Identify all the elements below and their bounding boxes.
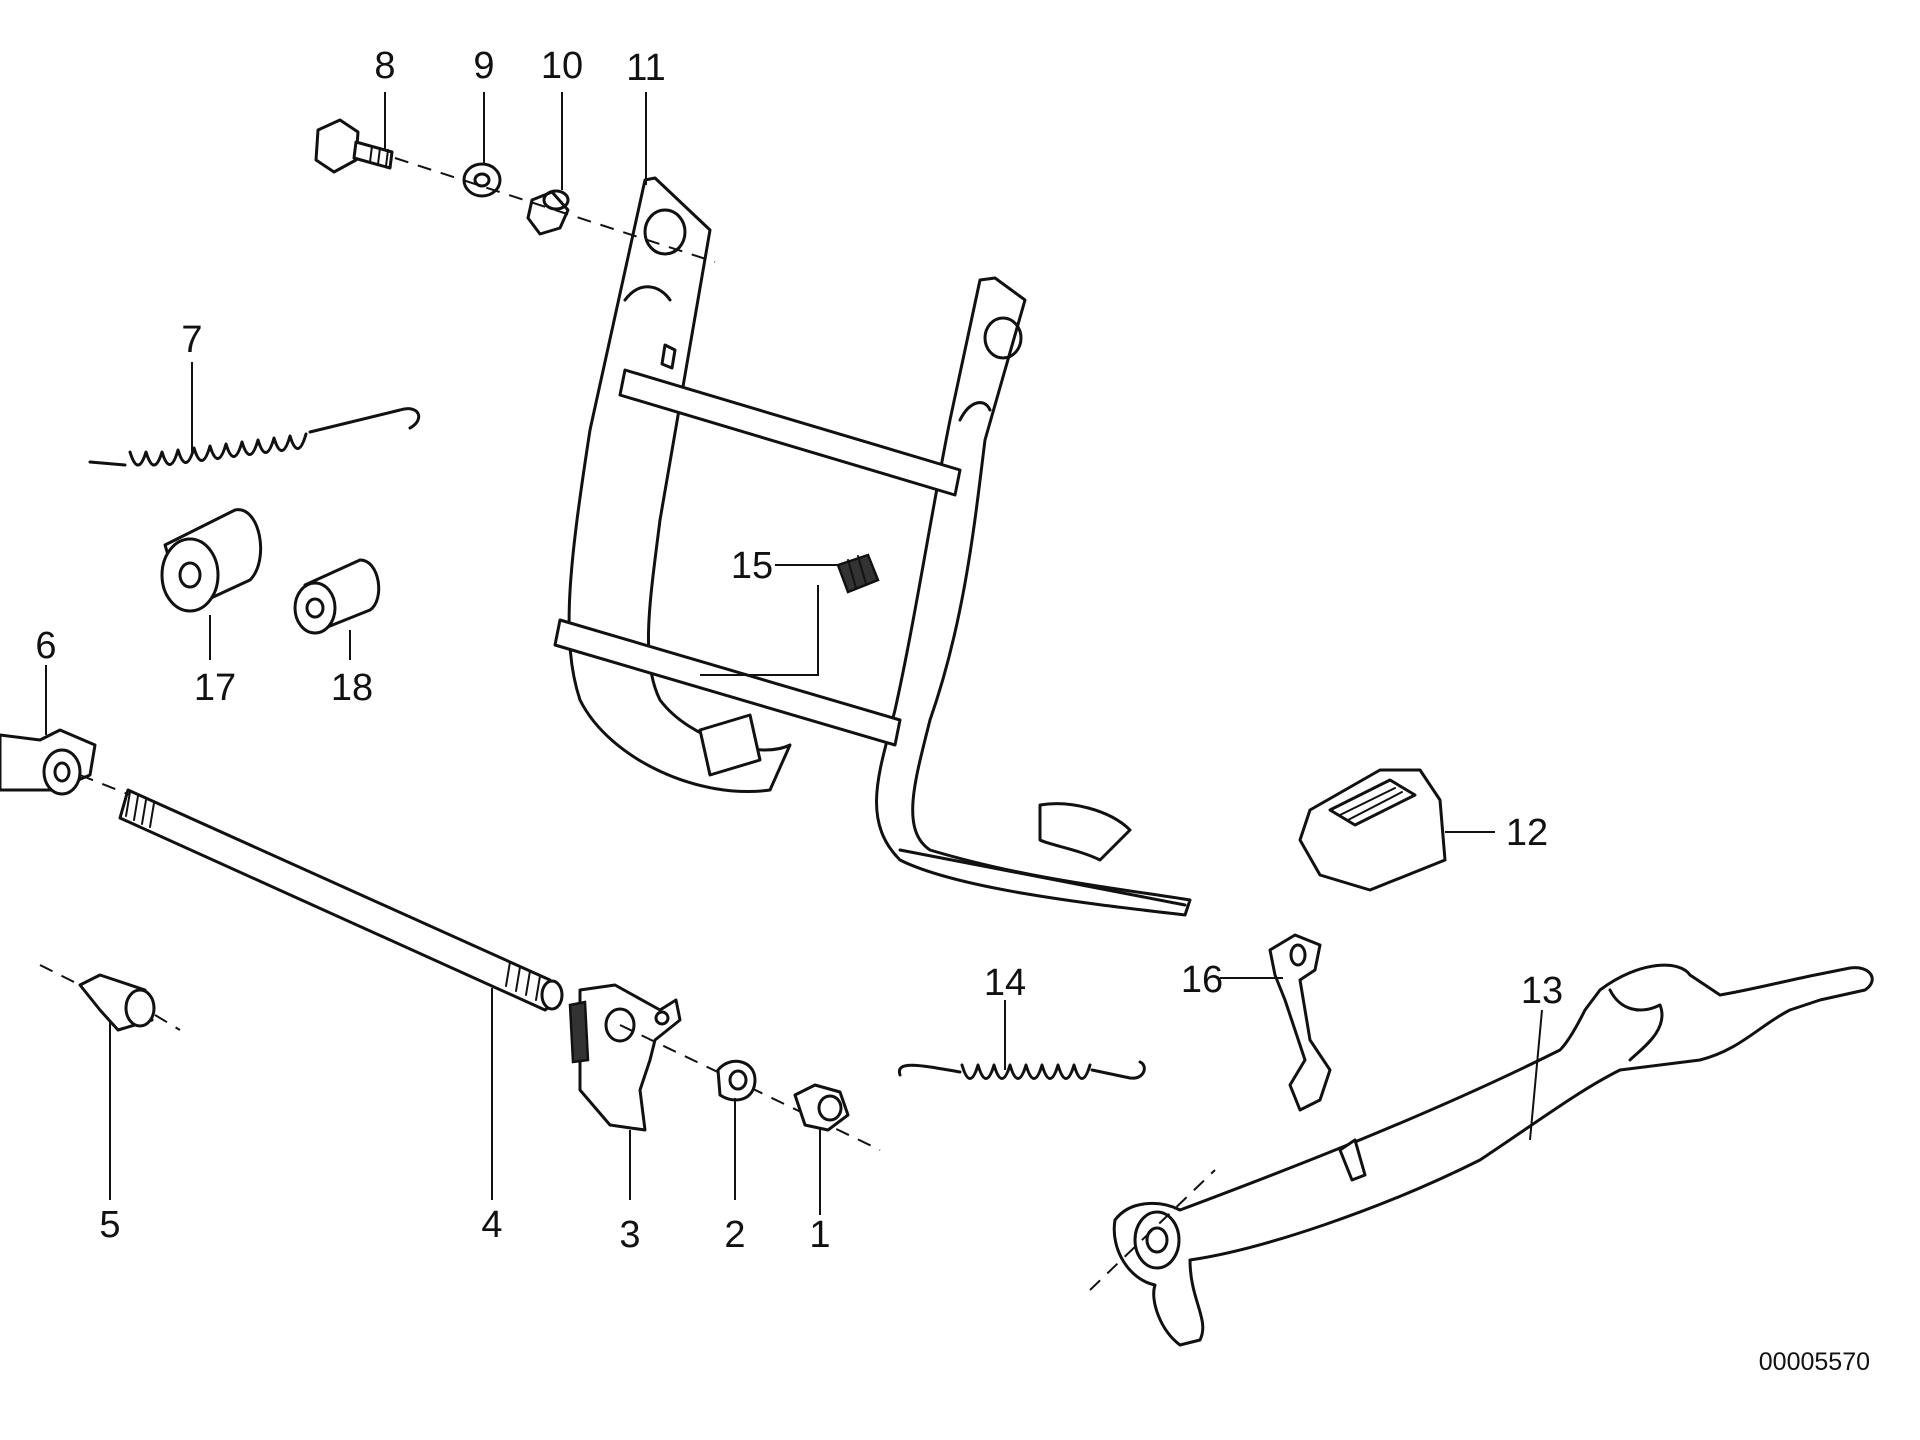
part-2-washer bbox=[716, 1059, 757, 1102]
callout-labels: 8 9 10 11 7 15 17 18 6 12 16 14 13 5 4 3… bbox=[35, 45, 1563, 1256]
part-17-bushing bbox=[160, 508, 263, 613]
callout-18: 18 bbox=[331, 667, 373, 709]
part-7-spring bbox=[88, 407, 421, 467]
bolt-axis-line bbox=[394, 157, 716, 263]
shaft-axis-line bbox=[79, 774, 131, 796]
callout-8: 8 bbox=[374, 45, 395, 87]
part-16-clip bbox=[1268, 933, 1332, 1112]
part-15-nipple bbox=[836, 553, 880, 594]
pin-axis-line bbox=[39, 964, 181, 1031]
callout-9: 9 bbox=[473, 45, 494, 87]
callout-13: 13 bbox=[1521, 970, 1563, 1012]
part-4-shaft bbox=[118, 788, 564, 1012]
leader-lines bbox=[45, 92, 1543, 1215]
callout-4: 4 bbox=[481, 1204, 502, 1246]
callout-10: 10 bbox=[541, 45, 583, 87]
callout-6: 6 bbox=[35, 625, 56, 667]
callout-15: 15 bbox=[731, 545, 773, 587]
callout-12: 12 bbox=[1506, 812, 1548, 854]
part-3-lever bbox=[568, 983, 682, 1132]
part-5-pin bbox=[78, 973, 156, 1032]
part-1-nut bbox=[793, 1083, 850, 1132]
part-10-spacer bbox=[526, 189, 570, 236]
callout-11: 11 bbox=[626, 47, 665, 89]
callout-16: 16 bbox=[1181, 959, 1223, 1001]
part-11-center-stand bbox=[553, 176, 1192, 917]
callout-14: 14 bbox=[984, 962, 1026, 1004]
diagram-reference-number: 00005570 bbox=[1759, 1348, 1870, 1376]
part-12-rubber-pad bbox=[1298, 768, 1447, 892]
callout-7: 7 bbox=[181, 319, 202, 361]
callout-3: 3 bbox=[619, 1214, 640, 1256]
part-18-bushing bbox=[293, 558, 381, 635]
part-13-side-stand bbox=[1112, 963, 1874, 1347]
callout-5: 5 bbox=[99, 1204, 120, 1246]
side-stand-axis-line bbox=[1089, 1169, 1216, 1291]
callout-17: 17 bbox=[194, 667, 236, 709]
callout-2: 2 bbox=[724, 1214, 745, 1256]
part-8-bolt bbox=[314, 118, 394, 174]
part-6-bracket bbox=[0, 728, 97, 796]
part-14-spring bbox=[897, 1060, 1146, 1080]
callout-1: 1 bbox=[809, 1214, 830, 1256]
